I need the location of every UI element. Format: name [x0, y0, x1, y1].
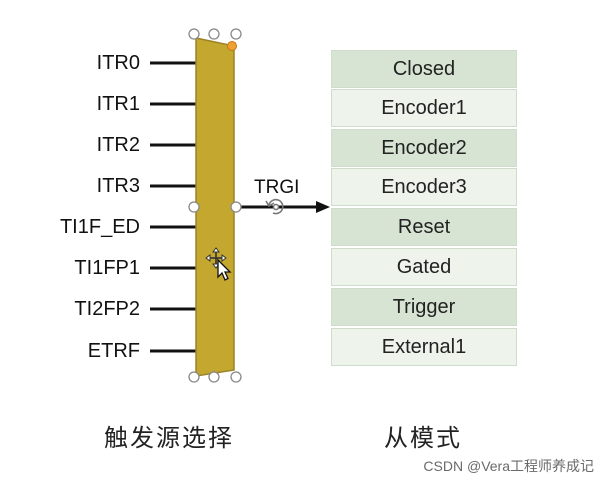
move-cursor-icon [205, 247, 232, 281]
handle-top-middle[interactable] [208, 28, 220, 40]
handle-top-right[interactable] [230, 28, 242, 40]
input-label-ti1fp1: TI1FP1 [74, 257, 140, 279]
trgi-arrowhead [316, 201, 330, 213]
handle-bottom-middle[interactable] [208, 371, 220, 383]
handle-middle-right[interactable] [230, 201, 242, 213]
trgi-label: TRGI [254, 177, 300, 198]
input-label-itr2: ITR2 [96, 134, 140, 156]
handle-bottom-right[interactable] [230, 371, 242, 383]
slave-mode-closed[interactable]: Closed [331, 50, 517, 88]
caption-trigger-source: 触发源选择 [104, 425, 234, 452]
rotate-handle-icon[interactable] [265, 198, 284, 215]
adjust-handle[interactable] [227, 41, 237, 51]
handle-top-left[interactable] [188, 28, 200, 40]
trigger-mux[interactable] [195, 37, 235, 377]
handle-middle-left[interactable] [188, 201, 200, 213]
input-label-itr1: ITR1 [96, 93, 140, 115]
slave-mode-reset[interactable]: Reset [331, 208, 517, 246]
handle-bottom-left[interactable] [188, 371, 200, 383]
slave-mode-encoder2[interactable]: Encoder2 [331, 129, 517, 167]
input-label-etrf: ETRF [87, 340, 140, 362]
input-label-ti2fp2: TI2FP2 [74, 298, 140, 320]
slave-mode-encoder3[interactable]: Encoder3 [331, 168, 517, 206]
watermark: CSDN @Vera工程师养成记 [423, 458, 594, 474]
input-label-itr3: ITR3 [96, 175, 140, 197]
input-label-ti1f-ed: TI1F_ED [59, 216, 140, 238]
slave-mode-gated[interactable]: Gated [331, 248, 517, 286]
slave-mode-trigger[interactable]: Trigger [331, 288, 517, 326]
slave-mode-external1[interactable]: External1 [331, 328, 517, 366]
caption-slave-mode: 从模式 [384, 425, 462, 452]
input-lines [150, 61, 196, 353]
input-label-itr0: ITR0 [96, 52, 140, 74]
slave-mode-encoder1[interactable]: Encoder1 [331, 89, 517, 127]
selection-handles[interactable] [188, 28, 242, 383]
